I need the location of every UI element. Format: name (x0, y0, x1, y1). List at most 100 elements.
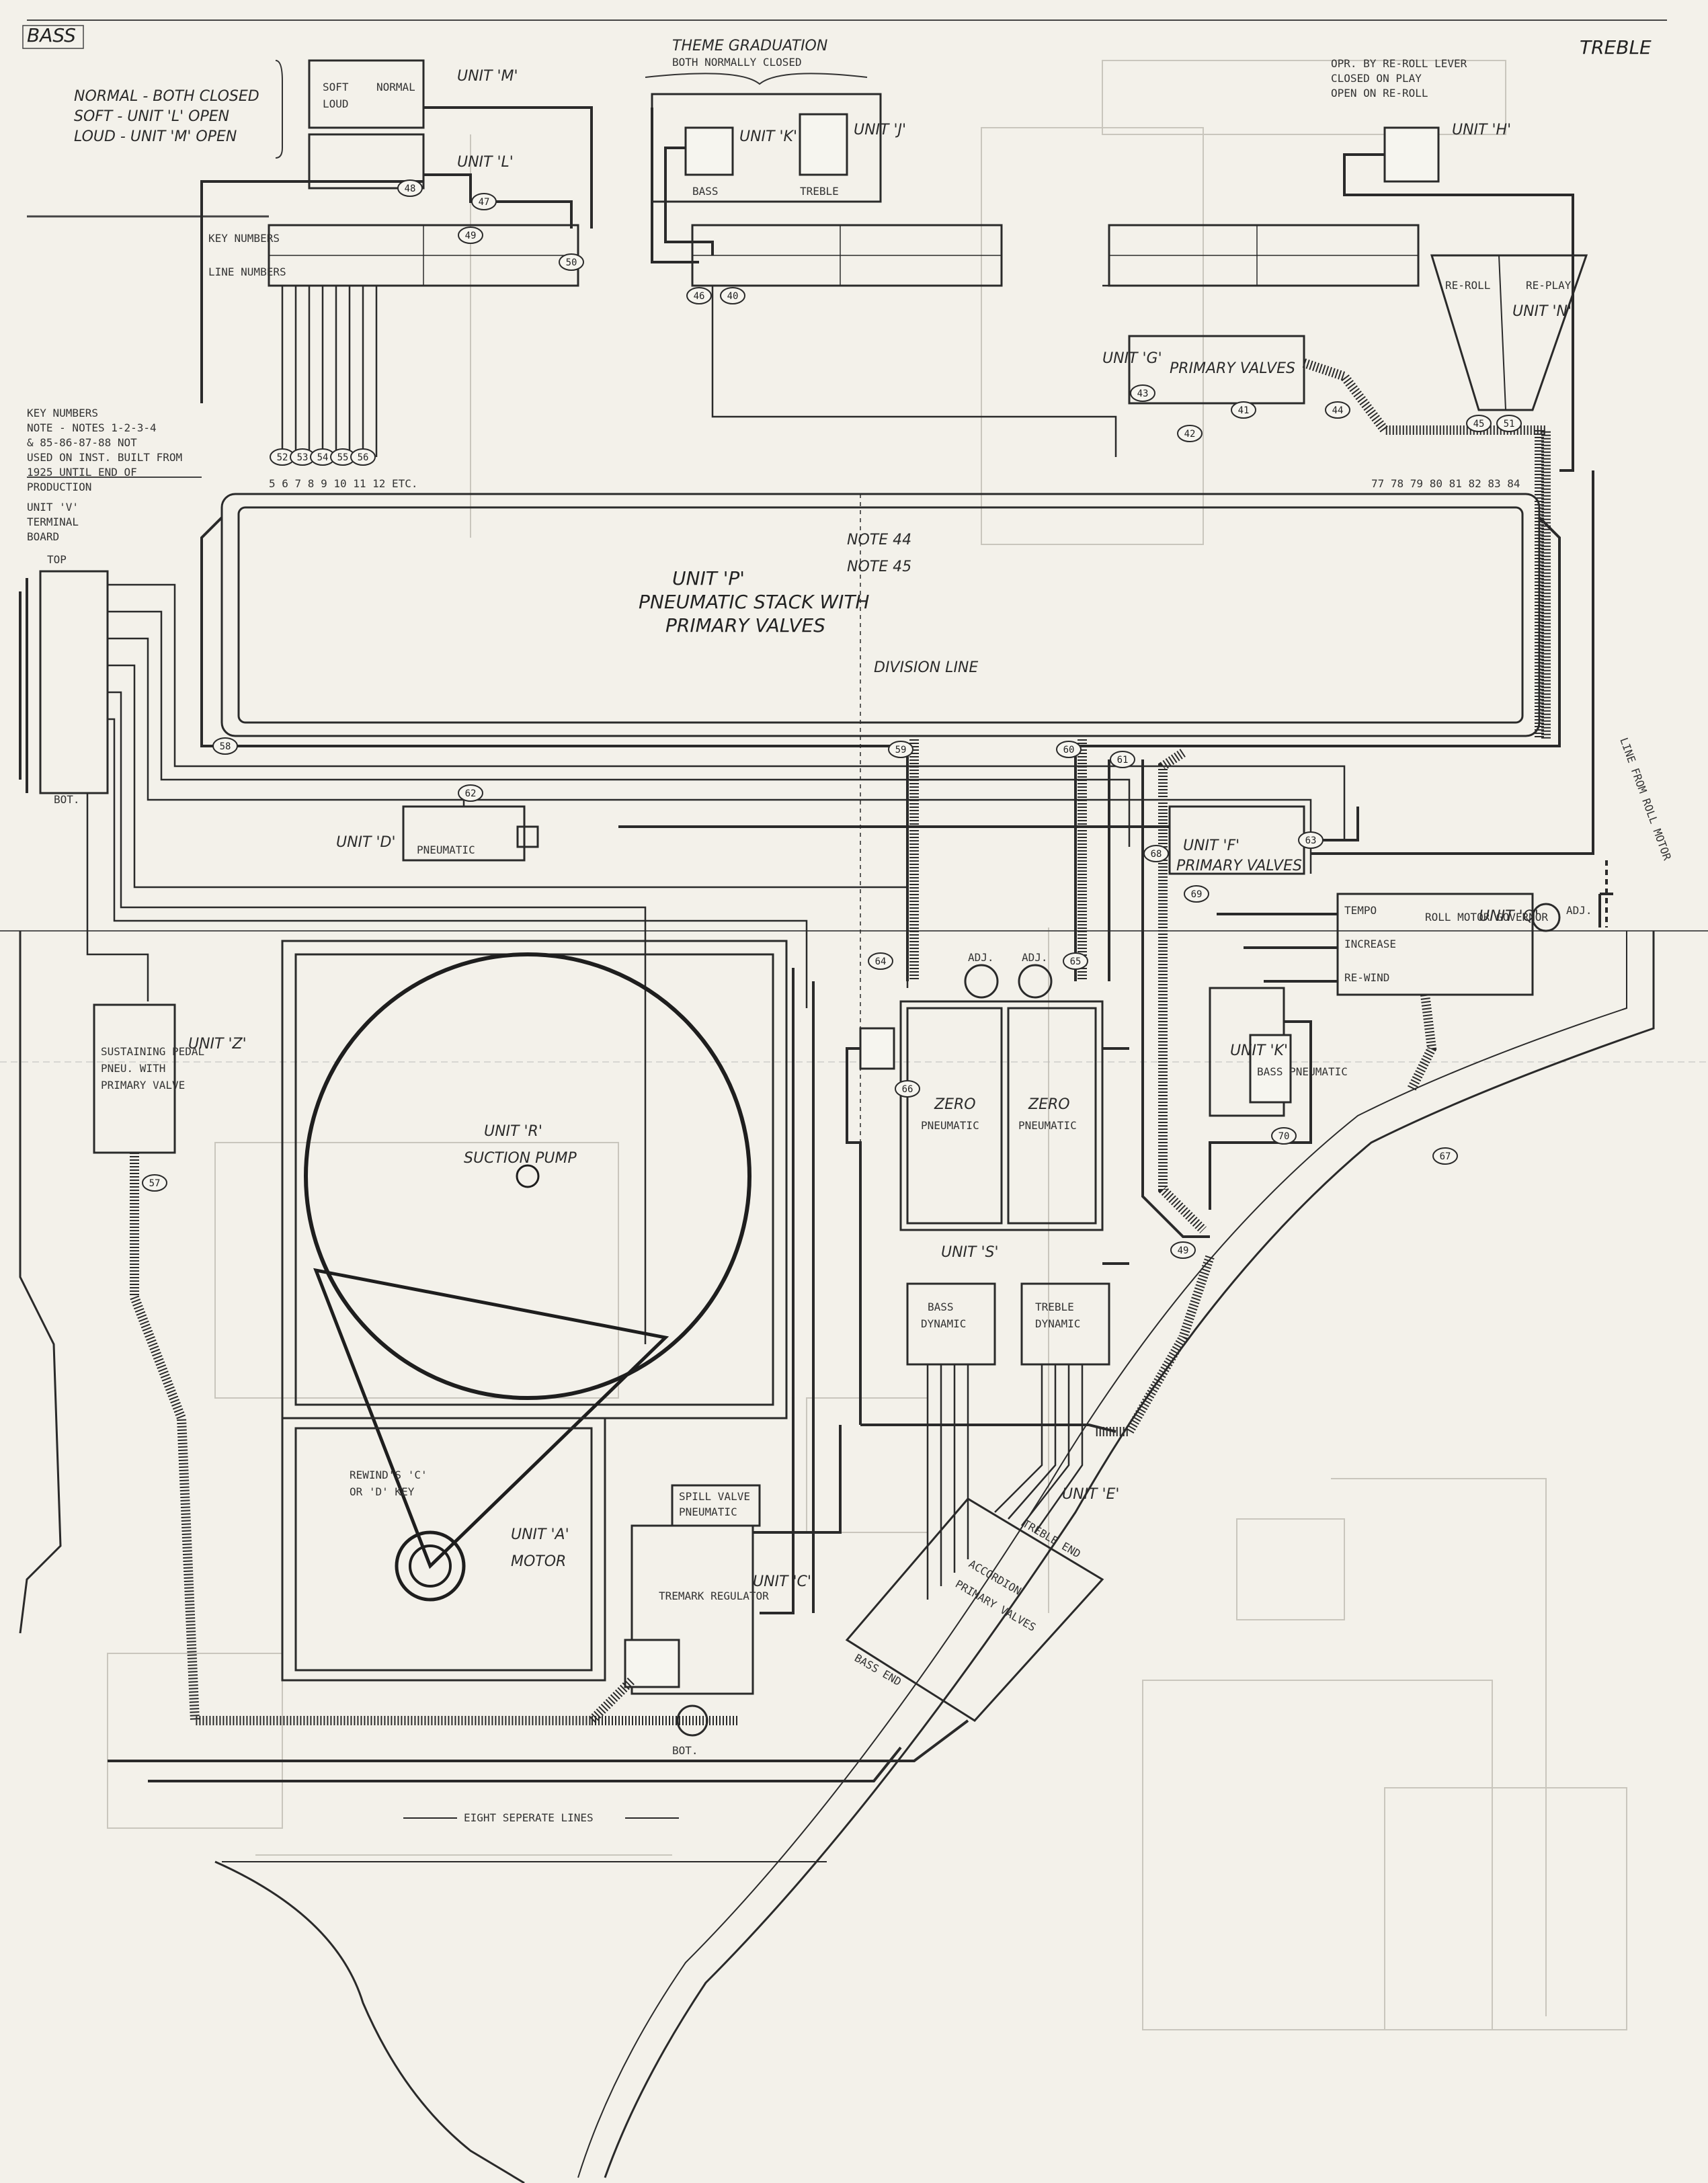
tube-tag: 49 (1170, 1241, 1196, 1259)
tube-tag: 56 (350, 448, 376, 466)
tube-tag-number: 54 (317, 452, 329, 463)
tube-tag-number: 53 (297, 452, 309, 463)
unit-g-box (1128, 335, 1305, 405)
terminal-note: BOARD (27, 530, 59, 543)
unit-q-label: UNIT 'Q' (1479, 908, 1539, 925)
note-line: LOUD - UNIT 'M' OPEN (74, 128, 237, 145)
reroll-line: OPR. BY RE-ROLL LEVER (1331, 57, 1467, 70)
unit-z-label: UNIT 'Z' (188, 1036, 247, 1053)
dynamics: BASS DYNAMIC TREBLE DYNAMIC (906, 1255, 1215, 1600)
tube-tag-number: 69 (1191, 889, 1203, 900)
theme-title: THEME GRADUATION (672, 38, 827, 54)
tube-tag: 70 (1271, 1127, 1297, 1145)
bass-corner-box (22, 25, 84, 49)
zero-pneumatic-1-line: PNEUMATIC (921, 1119, 979, 1132)
unit-n-label: UNIT 'N' (1512, 303, 1572, 320)
loud-soft-note: NORMAL - BOTH CLOSED SOFT - UNIT 'L' OPE… (74, 60, 283, 159)
tube-tag: 63 (1298, 831, 1324, 849)
tube-tag-number: 51 (1504, 419, 1515, 429)
reroll-unit-h: OPR. BY RE-ROLL LEVER CLOSED ON PLAY OPE… (1331, 57, 1574, 472)
unit-s-label: UNIT 'S' (941, 1244, 999, 1261)
unit-a-desc: MOTOR (511, 1553, 566, 1570)
spill-valve-line: PNEUMATIC (679, 1506, 737, 1518)
unit-m-label: UNIT 'M' (457, 68, 518, 85)
tube-tag-number: 55 (337, 452, 349, 463)
top-label: TOP (47, 553, 67, 566)
theme-bass-label: BASS (692, 185, 719, 198)
tube-tag: 51 (1496, 415, 1522, 432)
tube-tag: 58 (212, 737, 238, 755)
tube-tag-number: 64 (875, 956, 887, 967)
key-note-line: USED ON INST. BUILT FROM (27, 451, 182, 464)
tube-tag-number: 67 (1440, 1151, 1451, 1162)
zero-pneumatic-2-line: PNEUMATIC (1018, 1119, 1077, 1132)
re-roll-label: RE-ROLL (1445, 279, 1490, 292)
tube-tag-number: 52 (277, 452, 288, 463)
tube-tag-number: 56 (358, 452, 369, 463)
unit-j-label: UNIT 'J' (854, 122, 906, 138)
treble-dynamic-box (1020, 1282, 1110, 1366)
unit-q-box (1336, 893, 1534, 996)
tube-tag: 48 (397, 179, 423, 197)
tube-tag-number: 62 (465, 788, 477, 799)
unit-q: UNIT 'Q' ROLL MOTOR GOVERNOR TEMPO INCRE… (1217, 893, 1613, 1092)
soft-label: SOFT (323, 81, 349, 93)
unit-h-valve (1383, 126, 1440, 183)
tube-tag: 45 (1466, 415, 1492, 432)
tube-tag-number: 41 (1238, 405, 1250, 416)
tube-tag: 59 (888, 741, 913, 758)
tube-tag: 52 (270, 448, 295, 466)
tube-tag: 49 (458, 226, 483, 244)
unit-e-label: UNIT 'E' (1062, 1486, 1119, 1503)
spill-valve-line: SPILL VALVE (679, 1490, 750, 1503)
unit-k-lower-desc: BASS PNEUMATIC (1257, 1065, 1348, 1078)
tube-tag: 60 (1056, 741, 1082, 758)
tube-tag-number: 50 (566, 257, 577, 268)
cabinet-outline (19, 931, 1655, 2183)
theme-treble-label: TREBLE (800, 185, 839, 198)
accordion-box (845, 1497, 1104, 1722)
zero-frame (899, 1000, 1104, 1231)
bot-label: BOT. (54, 793, 80, 806)
division-line-label: DIVISION LINE (874, 659, 978, 676)
tube-tag: 42 (1177, 425, 1203, 442)
treble-dynamic-line: TREBLE (1035, 1301, 1074, 1313)
unit-z-desc: PNEU. WITH (101, 1062, 165, 1075)
unit-z: UNIT 'Z' SUSTAINING PEDAL PNEU. WITH PRI… (93, 1003, 635, 1725)
tube-tag-number: 48 (405, 183, 416, 194)
tube-tag: 44 (1325, 401, 1350, 419)
stack-left-numbers: 5 6 7 8 9 10 11 12 ETC. (269, 477, 418, 490)
tube-tag-number: 47 (479, 197, 490, 208)
tube-tag-number: 65 (1070, 956, 1082, 967)
tube-tag: 53 (290, 448, 315, 466)
tube-tag-number: 40 (727, 291, 739, 302)
tube-tag-number: 60 (1063, 745, 1075, 755)
unit-l-label: UNIT 'L' (457, 154, 514, 171)
unit-d-desc: PNEUMATIC (417, 843, 475, 856)
theme-graduation: THEME GRADUATION BOTH NORMALLY CLOSED UN… (645, 38, 906, 263)
tube-tag-number: 57 (149, 1178, 161, 1189)
bass-corner-label: BASS (27, 24, 76, 46)
unit-d-label: UNIT 'D' (336, 834, 396, 851)
zero-pneumatic-2 (1007, 1007, 1097, 1225)
unit-v-terminal: UNIT 'V' TERMINAL BOARD TOP BOT. (19, 501, 1346, 1344)
bass-dynamic-box (906, 1282, 996, 1366)
terminal-board (39, 570, 109, 794)
unit-z-desc: SUSTAINING PEDAL (101, 1045, 204, 1058)
unit-f-desc: PRIMARY VALVES (1176, 858, 1302, 874)
unit-a-outer (281, 1417, 606, 1682)
loud-label: LOUD (323, 97, 349, 110)
rewind-note-1: REWIND'S 'C' (350, 1469, 428, 1481)
tracker-bar-blocks: KEY NUMBERS LINE NUMBERS (208, 224, 1420, 287)
tube-tag: 50 (559, 253, 584, 271)
unit-d: UNIT 'D' PNEUMATIC (336, 793, 539, 862)
tube-tag: 65 (1063, 952, 1088, 970)
note-line: NORMAL - BOTH CLOSED (74, 88, 259, 105)
tube-tag: 54 (310, 448, 335, 466)
motor-pulley (395, 1530, 466, 1602)
terminal-note: UNIT 'V' (27, 501, 79, 513)
tempo-label: TEMPO (1344, 904, 1377, 917)
re-wind-label: RE-WIND (1344, 971, 1389, 984)
unit-a-inner (294, 1427, 593, 1672)
